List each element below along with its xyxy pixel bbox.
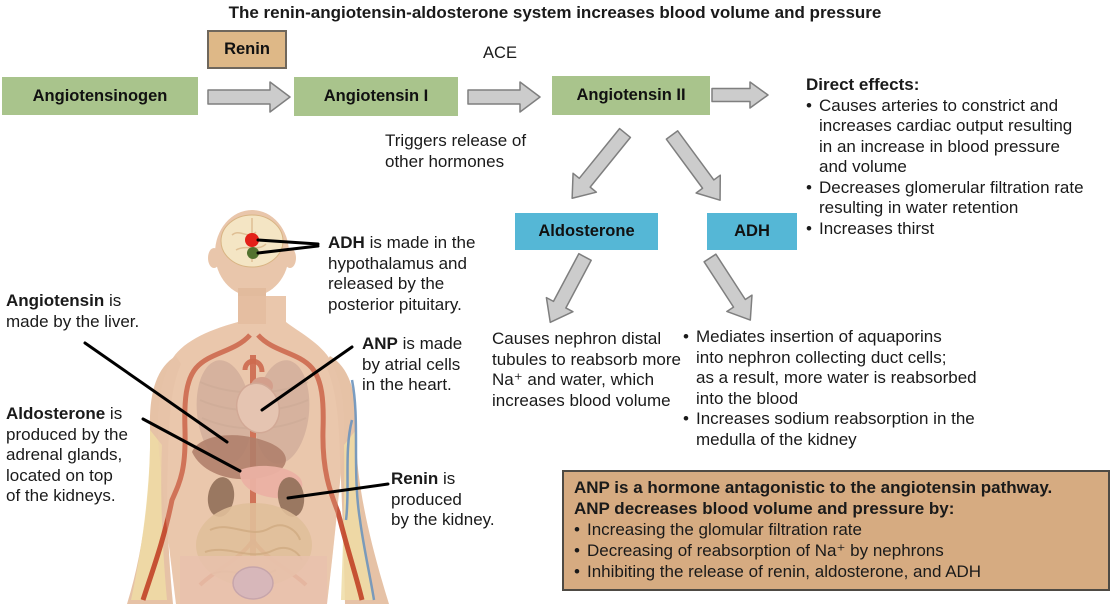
leader-line-pituitary <box>256 244 320 255</box>
arrow-i-to-ii <box>467 81 541 113</box>
adh-effects-item: • Mediates insertion of aquaporins into … <box>683 327 977 408</box>
leader-line-hypothalamus <box>256 238 320 246</box>
hormone-box-adh-label: ADH <box>734 222 770 240</box>
flow-box-angiotensinogen: Angiotensinogen <box>2 77 198 115</box>
arrow-ii-to-adh <box>665 130 722 201</box>
bladder <box>232 566 274 600</box>
skin-veil <box>157 296 345 604</box>
bullet-icon: • <box>574 562 580 581</box>
triggers-note: Triggers release of other hormones <box>385 131 527 171</box>
bullet-icon: • <box>806 218 812 238</box>
label-angiotensin-source: Angiotensin is made by the liver. <box>6 291 140 331</box>
hormone-box-aldosterone: Aldosterone <box>515 213 658 250</box>
label-renin-source: Renin is produced by the kidney. <box>391 469 495 529</box>
bullet-icon: • <box>683 409 689 428</box>
right-artery <box>256 333 365 601</box>
left-kidney <box>207 477 235 517</box>
arrow-ii-to-direct-effects <box>711 81 769 109</box>
direct-effects-list: • Causes arteries to constrict and incre… <box>806 96 1118 240</box>
arrow-angiotensinogen-to-i <box>207 81 291 113</box>
pituitary-dot <box>247 247 259 259</box>
arrow-ii-to-aldosterone <box>571 127 632 200</box>
anp-summary-list: • Increasing the glomular filtration rat… <box>574 519 1098 582</box>
aldosterone-effect-note: Causes nephron distal tubules to reabsor… <box>492 329 681 410</box>
leader-line-heart <box>260 345 354 412</box>
direct-effects-item: • Causes arteries to constrict and incre… <box>806 95 1073 177</box>
leader-line-liver <box>83 341 229 444</box>
direct-effects-item: • Decreases glomerular filtration rate r… <box>806 177 1084 218</box>
neck <box>238 288 266 324</box>
flow-box-angiotensin-i: Angiotensin I <box>294 77 458 116</box>
anp-summary-item: • Increasing the glomular filtration rat… <box>574 520 862 539</box>
bullet-icon: • <box>806 95 812 115</box>
diagram-title: The renin-angiotensin-aldosterone system… <box>228 3 882 22</box>
arrow-aldosterone-effect <box>545 252 592 324</box>
bullet-icon: • <box>574 541 580 560</box>
anp-summary-item: • Inhibiting the release of renin, aldos… <box>574 562 982 581</box>
leader-line-adrenal <box>141 417 242 473</box>
flow-box-angiotensin-ii: Angiotensin II <box>552 76 710 115</box>
flow-box-angiotensinogen-label: Angiotensinogen <box>32 86 168 105</box>
aortic-arch <box>242 358 265 373</box>
direct-effects-panel: Direct effects: • Causes arteries to con… <box>806 75 1118 239</box>
label-aldosterone-source: Aldosterone is produced by the adrenal g… <box>6 404 128 505</box>
direct-effects-heading: Direct effects: <box>806 75 920 94</box>
heart <box>235 382 281 434</box>
hypothalamus-dot <box>245 233 259 247</box>
flow-box-angiotensin-ii-label: Angiotensin II <box>576 86 686 104</box>
hormone-box-adh: ADH <box>707 213 797 250</box>
label-anp-source: ANP is made by atrial cells in the heart… <box>362 334 463 394</box>
leader-lines <box>83 238 390 500</box>
left-artery <box>140 333 252 601</box>
anp-summary-item: • Decreasing of reabsorption of Na⁺ by n… <box>574 541 944 560</box>
adh-effects-item: • Increases sodium reabsorption in the m… <box>683 409 975 449</box>
body-illustration <box>127 210 389 604</box>
flow-arrows <box>207 81 769 324</box>
leader-line-kidney <box>286 482 390 500</box>
flow-box-angiotensin-i-label: Angiotensin I <box>323 87 429 105</box>
anp-summary-heading: ANP is a hormone antagonistic to the ang… <box>574 478 1053 518</box>
bullet-icon: • <box>683 327 689 346</box>
enzyme-box-renin-label: Renin <box>224 40 270 58</box>
right-arm-veins <box>344 379 376 601</box>
hormone-box-aldosterone-label: Aldosterone <box>538 222 635 240</box>
ace-label: ACE <box>483 44 517 62</box>
anp-summary-box: ANP is a hormone antagonistic to the ang… <box>562 470 1110 591</box>
arrow-adh-effect <box>703 253 753 321</box>
bullet-icon: • <box>574 520 580 539</box>
adh-effects-list: • Mediates insertion of aquaporins into … <box>683 327 1028 450</box>
enzyme-box-renin: Renin <box>207 30 287 69</box>
bullet-icon: • <box>806 177 812 197</box>
label-adh-source: ADH is made in the hypothalamus and rele… <box>328 233 476 314</box>
right-ear <box>284 248 296 268</box>
left-ear <box>208 248 220 268</box>
direct-effects-item: • Increases thirst <box>806 218 935 238</box>
